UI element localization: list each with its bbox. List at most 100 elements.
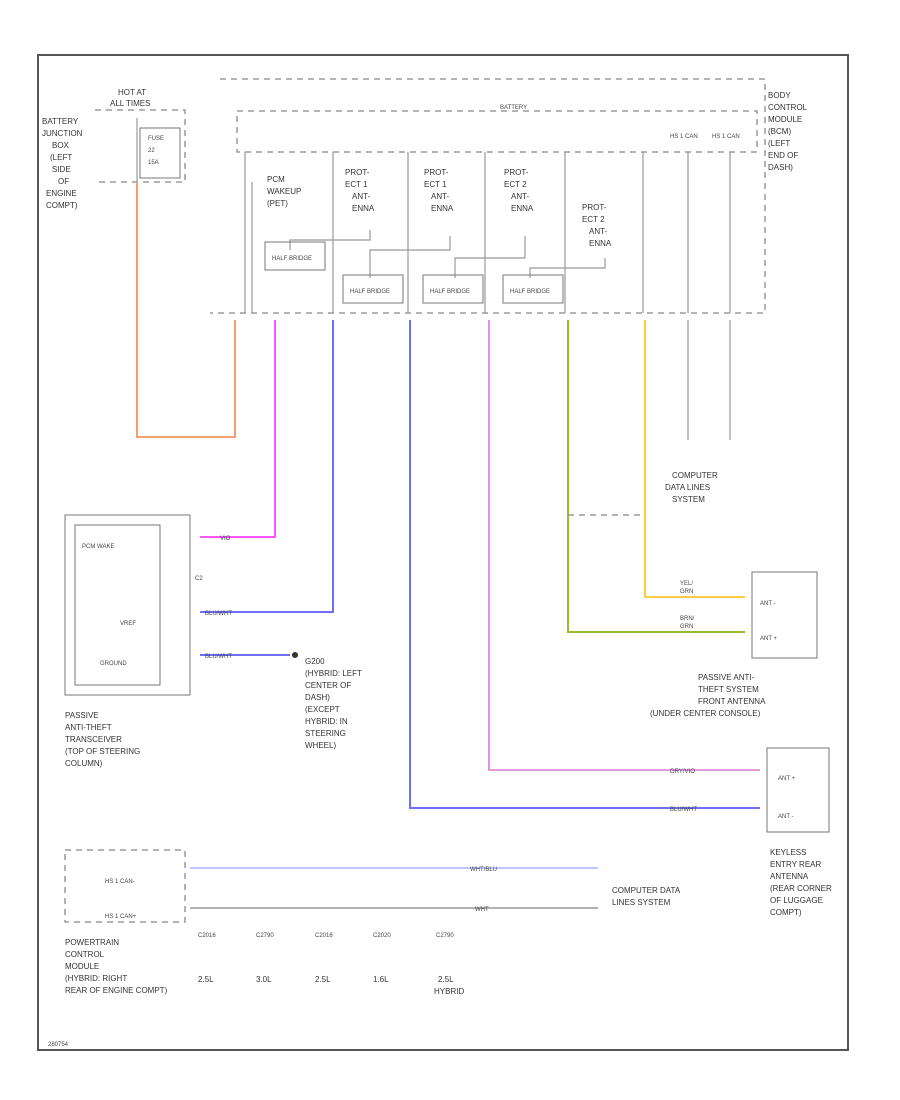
wire-green bbox=[567, 320, 745, 633]
svg-text:CENTER OF: CENTER OF bbox=[305, 681, 351, 690]
svg-text:GROUND: GROUND bbox=[100, 661, 127, 667]
svg-text:ENNA: ENNA bbox=[431, 204, 454, 213]
svg-text:PASSIVE: PASSIVE bbox=[65, 711, 99, 720]
bcm-label: BODY CONTROL MODULE (BCM) (LEFT END OF D… bbox=[768, 91, 808, 172]
svg-text:DATA LINES: DATA LINES bbox=[665, 483, 710, 492]
svg-text:COMPUTER: COMPUTER bbox=[672, 471, 718, 480]
svg-text:(LEFT: (LEFT bbox=[50, 153, 72, 162]
svg-text:LINES SYSTEM: LINES SYSTEM bbox=[612, 898, 671, 907]
svg-text:(BCM): (BCM) bbox=[768, 127, 791, 136]
svg-text:HS 1 CAN: HS 1 CAN bbox=[670, 134, 698, 140]
svg-text:HYBRID: HYBRID bbox=[434, 987, 464, 996]
bcm-internal-bus bbox=[236, 110, 758, 153]
wire-pink bbox=[200, 320, 276, 538]
wire-color-labels: VIO BLU/WHT BLU/WHT GRY/VIO BLU/WHT YEL/… bbox=[205, 536, 697, 813]
svg-text:ECT 2: ECT 2 bbox=[582, 215, 605, 224]
powertrain-control-module: HS 1 CAN- HS 1 CAN+ WHT/BLU WHT POWERTRA… bbox=[64, 849, 598, 995]
half-bridge-boxes: HALF BRIDGE HALF BRIDGE HALF BRIDGE HALF… bbox=[264, 241, 564, 304]
svg-text:ANT-: ANT- bbox=[511, 192, 530, 201]
svg-text:WHT/BLU: WHT/BLU bbox=[470, 867, 497, 873]
connector-labels: C2016 C2790 C2016 C2020 C2790 2.5L 3.0L … bbox=[198, 933, 464, 996]
svg-text:3.0L: 3.0L bbox=[256, 975, 272, 984]
svg-text:(LEFT: (LEFT bbox=[768, 139, 790, 148]
svg-text:ECT 2: ECT 2 bbox=[504, 180, 527, 189]
svg-text:DASH): DASH) bbox=[768, 163, 793, 172]
svg-text:(PET): (PET) bbox=[267, 199, 288, 208]
wire-blue-vref bbox=[200, 320, 334, 613]
svg-text:STEERING: STEERING bbox=[305, 729, 346, 738]
svg-text:CONTROL: CONTROL bbox=[65, 950, 105, 959]
svg-text:MODULE: MODULE bbox=[65, 962, 99, 971]
svg-text:ENNA: ENNA bbox=[511, 204, 534, 213]
svg-text:PCM WAKE: PCM WAKE bbox=[82, 544, 114, 550]
svg-text:(UNDER CENTER CONSOLE): (UNDER CENTER CONSOLE) bbox=[650, 709, 761, 718]
svg-text:MODULE: MODULE bbox=[768, 115, 802, 124]
svg-text:PROT-: PROT- bbox=[424, 168, 449, 177]
svg-text:HALF BRIDGE: HALF BRIDGE bbox=[510, 289, 550, 295]
svg-text:BRN/: BRN/ bbox=[680, 616, 695, 622]
diagram-frame bbox=[37, 54, 849, 1051]
svg-text:COLUMN): COLUMN) bbox=[65, 759, 103, 768]
svg-text:BLU/WHT: BLU/WHT bbox=[670, 807, 697, 813]
svg-text:HYBRID: IN: HYBRID: IN bbox=[305, 717, 348, 726]
svg-text:WHEEL): WHEEL) bbox=[305, 741, 336, 750]
rear-antenna: ANT + ANT - KEYLESS ENTRY REAR ANTENNA (… bbox=[766, 747, 832, 917]
svg-text:HALF BRIDGE: HALF BRIDGE bbox=[350, 289, 390, 295]
svg-text:PROT-: PROT- bbox=[504, 168, 529, 177]
svg-text:HALF BRIDGE: HALF BRIDGE bbox=[272, 256, 312, 262]
svg-text:GRY/VIO: GRY/VIO bbox=[670, 769, 695, 775]
svg-text:BODY: BODY bbox=[768, 91, 791, 100]
svg-text:VREF: VREF bbox=[120, 621, 136, 627]
svg-text:ENNA: ENNA bbox=[352, 204, 375, 213]
protect-antenna-labels: PROT- ECT 1 ANT- ENNA PROT- ECT 1 ANT- E… bbox=[345, 168, 612, 248]
colored-wires bbox=[200, 320, 760, 809]
wire-violet bbox=[488, 320, 760, 771]
svg-text:HALF BRIDGE: HALF BRIDGE bbox=[430, 289, 470, 295]
svg-text:COMPT): COMPT) bbox=[770, 908, 802, 917]
svg-text:FUSE: FUSE bbox=[148, 136, 164, 142]
bcm-outline bbox=[210, 78, 766, 314]
svg-text:GRN: GRN bbox=[680, 624, 693, 630]
footer-code: 280754 bbox=[48, 1042, 69, 1048]
svg-text:(HYBRID: LEFT: (HYBRID: LEFT bbox=[305, 669, 362, 678]
svg-text:OF LUGGAGE: OF LUGGAGE bbox=[770, 896, 823, 905]
svg-text:ALL TIMES: ALL TIMES bbox=[110, 99, 150, 108]
svg-text:ENGINE: ENGINE bbox=[46, 189, 77, 198]
ground-g200-label: G200 (HYBRID: LEFT CENTER OF DASH) (EXCE… bbox=[305, 657, 362, 750]
svg-text:TRANSCEIVER: TRANSCEIVER bbox=[65, 735, 122, 744]
svg-text:ANT-: ANT- bbox=[589, 227, 608, 236]
svg-text:PROT-: PROT- bbox=[582, 203, 607, 212]
ground-dot bbox=[292, 652, 298, 658]
svg-text:ANT +: ANT + bbox=[760, 636, 778, 642]
svg-text:COMPUTER DATA: COMPUTER DATA bbox=[612, 886, 681, 895]
svg-text:ENNA: ENNA bbox=[589, 239, 612, 248]
svg-text:YEL/: YEL/ bbox=[680, 581, 693, 587]
svg-text:2.5L: 2.5L bbox=[438, 975, 454, 984]
svg-text:(TOP OF STEERING: (TOP OF STEERING bbox=[65, 747, 140, 756]
svg-text:HS 1 CAN-: HS 1 CAN- bbox=[105, 879, 135, 885]
svg-text:C2016: C2016 bbox=[198, 933, 216, 939]
svg-text:THEFT SYSTEM: THEFT SYSTEM bbox=[698, 685, 759, 694]
svg-text:END OF: END OF bbox=[768, 151, 798, 160]
bcm-internal-wiring bbox=[244, 152, 731, 313]
svg-text:ANT-: ANT- bbox=[431, 192, 450, 201]
svg-text:(REAR CORNER: (REAR CORNER bbox=[770, 884, 832, 893]
svg-text:REAR OF ENGINE COMPT): REAR OF ENGINE COMPT) bbox=[65, 986, 168, 995]
svg-text:ECT 1: ECT 1 bbox=[345, 180, 368, 189]
svg-text:SIDE: SIDE bbox=[52, 165, 71, 174]
svg-text:22: 22 bbox=[148, 148, 155, 154]
svg-text:KEYLESS: KEYLESS bbox=[770, 848, 806, 857]
svg-text:1.6L: 1.6L bbox=[373, 975, 389, 984]
battery-junction-box: HOT AT ALL TIMES BATTERY JUNCTION BOX (L… bbox=[42, 88, 186, 210]
bcm-internal-label: BATTERY bbox=[500, 105, 527, 111]
wire-orange bbox=[136, 182, 236, 438]
svg-text:JUNCTION: JUNCTION bbox=[42, 129, 83, 138]
svg-text:VIO: VIO bbox=[220, 536, 231, 542]
svg-text:WHT: WHT bbox=[475, 907, 489, 913]
svg-text:ANTENNA: ANTENNA bbox=[770, 872, 809, 881]
svg-text:DASH): DASH) bbox=[305, 693, 330, 702]
svg-text:BLU/WHT: BLU/WHT bbox=[205, 654, 232, 660]
passive-anti-theft-transceiver: PCM WAKE VREF GROUND C2 PASSIVE ANTI-THE… bbox=[64, 514, 203, 768]
computer-data-lines-1: COMPUTER DATA LINES SYSTEM bbox=[665, 471, 718, 504]
